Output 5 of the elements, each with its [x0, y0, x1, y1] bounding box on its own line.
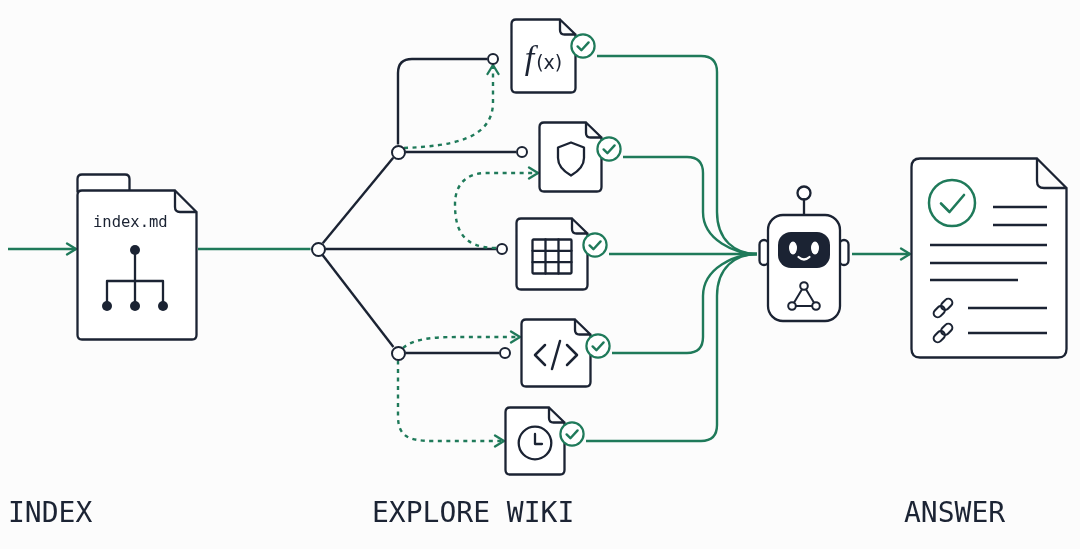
stage-label: INDEX [8, 499, 93, 527]
stage-label: EXPLORE WIKI [372, 499, 575, 527]
formula-text: f(x) [524, 41, 563, 75]
file-name: index.md [93, 213, 168, 231]
stage-label: ANSWER [904, 499, 1006, 527]
